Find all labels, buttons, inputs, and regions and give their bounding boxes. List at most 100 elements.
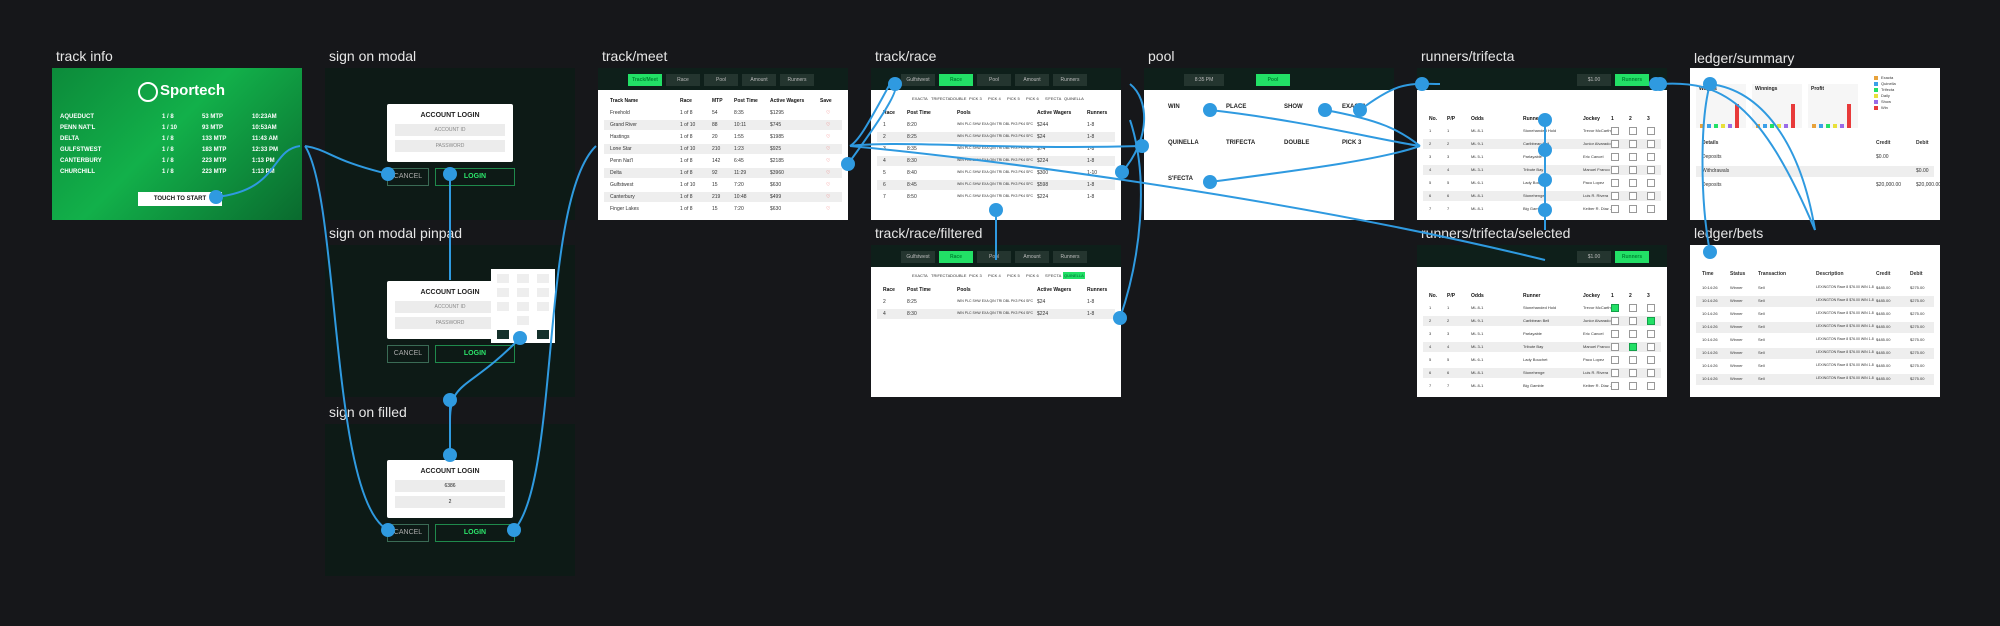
filter-pick3[interactable]: PICK 3 (969, 273, 982, 278)
filter-pick6[interactable]: PICK 6 (1026, 96, 1039, 101)
tab-runners[interactable]: Runners (1053, 251, 1087, 263)
position-checkbox[interactable] (1647, 356, 1655, 364)
position-checkbox[interactable] (1629, 330, 1637, 338)
tab-amount[interactable]: Amount (742, 74, 776, 86)
cancel-button[interactable]: CANCEL (387, 168, 429, 186)
tab-amount[interactable]: $1.00 (1577, 74, 1611, 86)
position-checkbox[interactable] (1647, 304, 1655, 312)
position-checkbox[interactable] (1629, 140, 1637, 148)
filter-pick5[interactable]: PICK 5 (1007, 96, 1020, 101)
tab-race[interactable]: Race (666, 74, 700, 86)
pin-key[interactable] (517, 274, 529, 283)
password-input[interactable]: 2 (395, 496, 505, 508)
heart-icon[interactable]: ♡ (826, 206, 831, 212)
touch-to-start-button[interactable]: TOUCH TO START (138, 192, 222, 206)
pin-key[interactable] (517, 302, 529, 311)
position-checkbox[interactable] (1647, 179, 1655, 187)
position-checkbox[interactable] (1647, 343, 1655, 351)
filter-pick6[interactable]: PICK 6 (1026, 273, 1039, 278)
pin-key[interactable] (537, 288, 549, 297)
filter-trifecta[interactable]: TRIFECTA (931, 273, 951, 278)
position-checkbox[interactable] (1611, 127, 1619, 135)
cancel-button[interactable]: CANCEL (387, 524, 429, 542)
heart-icon[interactable]: ♡ (826, 182, 831, 188)
position-checkbox[interactable] (1647, 140, 1655, 148)
position-checkbox[interactable] (1629, 153, 1637, 161)
pool-option-double[interactable]: DOUBLE (1284, 140, 1310, 146)
tab-runners[interactable]: Runners (1615, 74, 1649, 86)
position-checkbox[interactable] (1647, 153, 1655, 161)
heart-icon[interactable]: ♡ (826, 146, 831, 152)
pin-key[interactable] (497, 274, 509, 283)
position-checkbox[interactable] (1629, 127, 1637, 135)
pool-option-place[interactable]: PLACE (1226, 104, 1247, 110)
position-checkbox[interactable] (1629, 304, 1637, 312)
tab-race[interactable]: Race (939, 74, 973, 86)
position-checkbox[interactable] (1611, 153, 1619, 161)
position-checkbox[interactable] (1611, 369, 1619, 377)
pin-key[interactable] (537, 302, 549, 311)
pool-option-pick3[interactable]: PICK 3 (1342, 140, 1362, 146)
position-checkbox[interactable] (1629, 166, 1637, 174)
position-checkbox[interactable] (1611, 343, 1619, 351)
filter-quinella[interactable]: QUINELLA (1063, 272, 1085, 279)
position-checkbox[interactable] (1629, 356, 1637, 364)
pin-backspace-icon[interactable] (537, 330, 549, 339)
filter-pick4[interactable]: PICK 4 (988, 273, 1001, 278)
filter-double[interactable]: DOUBLE (950, 273, 967, 278)
filter-pick5[interactable]: PICK 5 (1007, 273, 1020, 278)
account-id-input[interactable]: ACCOUNT ID (395, 124, 505, 136)
filter-exacta[interactable]: EXACTA (912, 96, 928, 101)
position-checkbox[interactable] (1611, 382, 1619, 390)
position-checkbox[interactable] (1647, 317, 1655, 325)
pool-option-exacta[interactable]: EXACTA (1342, 104, 1367, 110)
filter-double[interactable]: DOUBLE (950, 96, 967, 101)
tab-runners[interactable]: Runners (1615, 251, 1649, 263)
filter-pick3[interactable]: PICK 3 (969, 96, 982, 101)
heart-icon[interactable]: ♡ (826, 110, 831, 116)
position-checkbox[interactable] (1647, 330, 1655, 338)
position-checkbox[interactable] (1611, 330, 1619, 338)
position-checkbox[interactable] (1647, 382, 1655, 390)
tab-track[interactable]: Gulfstwest (901, 251, 935, 263)
position-checkbox[interactable] (1629, 179, 1637, 187)
pool-option-quinella[interactable]: QUINELLA (1168, 140, 1199, 146)
heart-icon[interactable]: ♡ (826, 122, 831, 128)
password-input[interactable]: PASSWORD (395, 317, 505, 329)
tab-amount[interactable]: Amount (1015, 74, 1049, 86)
filter-exacta[interactable]: EXACTA (912, 273, 928, 278)
tab-pool[interactable]: Pool (977, 74, 1011, 86)
heart-icon[interactable]: ♡ (826, 134, 831, 140)
tab-time[interactable]: 8:35 PM (1184, 74, 1224, 86)
position-checkbox[interactable] (1611, 166, 1619, 174)
position-checkbox[interactable] (1647, 369, 1655, 377)
login-button[interactable]: LOGIN (435, 345, 515, 363)
position-checkbox[interactable] (1611, 356, 1619, 364)
position-checkbox[interactable] (1647, 192, 1655, 200)
pin-key[interactable] (517, 316, 529, 325)
tab-track-meet[interactable]: Track/Meet (628, 74, 662, 86)
tab-pool[interactable]: Pool (1256, 74, 1290, 86)
pin-key[interactable] (497, 288, 509, 297)
tab-runners[interactable]: Runners (780, 74, 814, 86)
position-checkbox[interactable] (1629, 343, 1637, 351)
filter-sfecta[interactable]: S'FECTA (1045, 273, 1062, 278)
pin-key[interactable] (537, 274, 549, 283)
tab-race[interactable]: Race (939, 251, 973, 263)
position-checkbox[interactable] (1647, 166, 1655, 174)
tab-pool[interactable]: Pool (704, 74, 738, 86)
tab-amount[interactable]: Amount (1015, 251, 1049, 263)
